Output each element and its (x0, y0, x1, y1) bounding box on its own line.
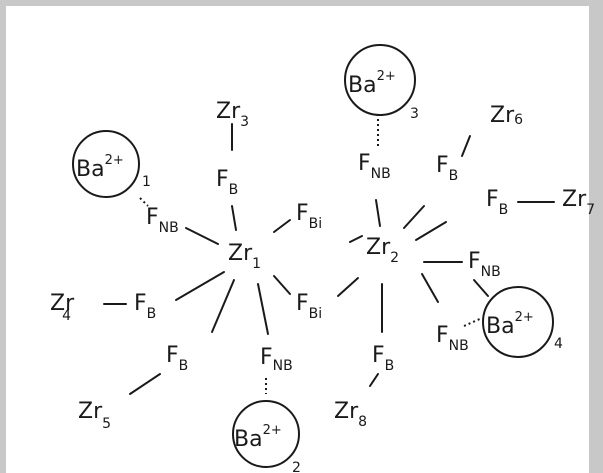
fluorine-fnb-ba4-lower: FNB (436, 323, 469, 354)
svg-text:FBi: FBi (296, 201, 322, 232)
svg-text:Zr1: Zr1 (228, 241, 261, 272)
svg-text:Zr4: Zr4 (50, 291, 75, 324)
fluorine-fb-lowerleft: FB (166, 343, 188, 374)
svg-text:FNB: FNB (260, 345, 293, 374)
svg-text:4: 4 (554, 336, 563, 352)
svg-text:FNB: FNB (468, 249, 501, 280)
svg-text:FB: FB (166, 343, 188, 374)
svg-text:Ba2+: Ba2+ (76, 153, 124, 182)
svg-text:FNB: FNB (358, 151, 391, 182)
coordination-diagram: Zr1 Zr2 Zr3 Zr4 Zr5 Zr6 Zr7 Zr8 Ba2+ 1 B… (50, 44, 595, 473)
svg-text:Zr7: Zr7 (562, 187, 595, 218)
fluorine-fnb-ba4-upper: FNB (468, 249, 501, 280)
atom-zr7: Zr7 (562, 187, 595, 218)
fluorine-fb-zr7: FB (486, 187, 508, 218)
svg-text:Zr6: Zr6 (490, 103, 523, 128)
atom-zr4: Zr4 (50, 291, 75, 324)
fluorine-fb-zr6: FB (436, 153, 458, 184)
ion-ba2: Ba2+ 2 (232, 400, 301, 473)
svg-text:Zr5: Zr5 (78, 399, 111, 432)
fluorine-fnb-ba2: FNB (260, 345, 293, 374)
fluorine-fb-top: FB (216, 167, 238, 198)
svg-text:FBi: FBi (296, 291, 322, 322)
svg-text:Ba2+: Ba2+ (348, 69, 396, 98)
fluorine-fnb-ba3: FNB (358, 151, 391, 182)
ion-ba4: Ba2+ 4 (482, 286, 563, 358)
svg-text:FB: FB (436, 153, 458, 184)
svg-text:FNB: FNB (436, 323, 469, 354)
ion-ba1: Ba2+ 1 (72, 130, 151, 198)
atom-zr3: Zr3 (216, 99, 249, 130)
bonds-zr2 (337, 199, 463, 333)
fluorine-fnb-ba1: FNB (146, 205, 179, 236)
svg-text:FB: FB (216, 167, 238, 198)
svg-text:Ba2+: Ba2+ (486, 310, 534, 339)
svg-text:FNB: FNB (146, 205, 179, 236)
atom-zr2: Zr2 (366, 235, 399, 266)
svg-text:Zr8: Zr8 (334, 399, 367, 430)
svg-text:FB: FB (486, 187, 508, 218)
atom-zr6: Zr6 (490, 103, 523, 128)
ion-ba3: Ba2+ 3 (344, 44, 419, 122)
svg-text:1: 1 (142, 174, 151, 190)
svg-text:3: 3 (410, 106, 419, 122)
atom-zr5: Zr5 (78, 399, 111, 432)
svg-text:FB: FB (372, 343, 394, 374)
bonds-zr1 (175, 205, 291, 335)
svg-text:2: 2 (292, 460, 301, 473)
atom-zr8: Zr8 (334, 399, 367, 430)
svg-text:Ba2+: Ba2+ (234, 423, 282, 452)
bonds-bridging-left (103, 123, 267, 395)
atom-zr1: Zr1 (228, 241, 261, 272)
fluorine-fb-left: FB (134, 291, 156, 322)
fluorine-fb-zr8: FB (372, 343, 394, 374)
bonds-bridging-right (369, 114, 555, 387)
svg-text:FB: FB (134, 291, 156, 322)
svg-text:Zr2: Zr2 (366, 235, 399, 266)
fluorine-fbi-upper: FBi (296, 201, 322, 232)
fluorine-fbi-lower: FBi (296, 291, 322, 322)
svg-text:Zr3: Zr3 (216, 99, 249, 130)
